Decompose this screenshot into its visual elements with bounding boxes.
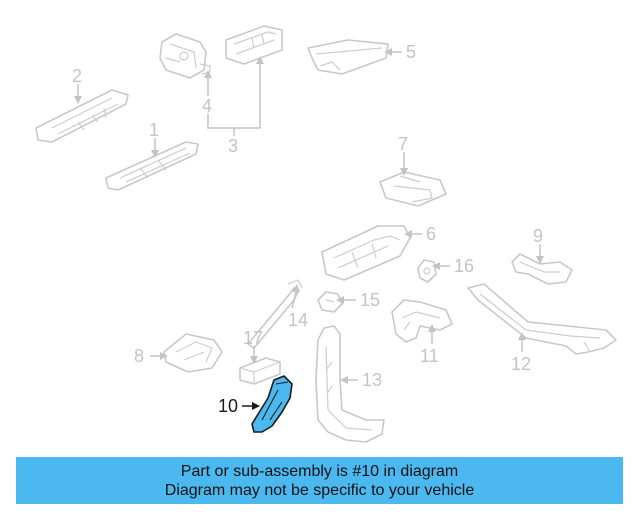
leader-10-highlighted xyxy=(242,402,260,410)
part-1-vent[interactable] xyxy=(105,141,199,191)
part-7-duct[interactable] xyxy=(379,171,447,207)
callout-3: 3 xyxy=(228,136,238,156)
part-11-duct[interactable] xyxy=(391,299,453,343)
callout-15: 15 xyxy=(360,290,380,310)
banner-line-part-number: Part or sub-assembly is #10 in diagram xyxy=(180,462,459,480)
callout-5: 5 xyxy=(406,42,416,62)
callout-16: 16 xyxy=(454,256,474,276)
part-4-actuator[interactable] xyxy=(159,33,211,79)
callout-17: 17 xyxy=(243,328,263,348)
part-10-duct-highlighted[interactable] xyxy=(251,375,293,433)
part-13-duct[interactable] xyxy=(315,325,385,443)
part-12-duct[interactable] xyxy=(467,283,617,355)
callout-4: 4 xyxy=(202,96,212,116)
part-5-tray[interactable] xyxy=(307,39,389,75)
part-8-vent[interactable] xyxy=(163,333,223,373)
banner-line-disclaimer: Diagram may not be specific to your vehi… xyxy=(164,481,475,499)
callout-labels: 2 1 4 3 5 7 6 9 16 15 14 11 12 8 17 13 1… xyxy=(72,42,543,416)
parts-diagram: 2 1 4 3 5 7 6 9 16 15 14 11 12 8 17 13 1… xyxy=(35,25,617,443)
callout-7: 7 xyxy=(398,134,408,154)
leader-lines xyxy=(74,48,544,384)
callout-10-highlighted: 10 xyxy=(218,396,238,416)
callout-1: 1 xyxy=(149,120,159,140)
callout-11: 11 xyxy=(420,346,439,366)
part-9-bracket[interactable] xyxy=(511,253,573,285)
callout-12: 12 xyxy=(511,354,531,374)
callout-13: 13 xyxy=(362,370,382,390)
callout-2: 2 xyxy=(72,66,82,86)
callout-9: 9 xyxy=(533,226,543,246)
part-16-sensor[interactable] xyxy=(417,259,437,283)
part-2-vent[interactable] xyxy=(35,89,129,143)
part-15-clip[interactable] xyxy=(317,291,343,313)
part-17-block[interactable] xyxy=(239,357,281,385)
info-banner: Part or sub-assembly is #10 in diagram D… xyxy=(16,457,623,504)
callout-14: 14 xyxy=(288,310,308,330)
callout-8: 8 xyxy=(134,346,144,366)
part-6-vent[interactable] xyxy=(321,225,411,281)
part-3-vent[interactable] xyxy=(225,25,283,65)
callout-6: 6 xyxy=(426,224,436,244)
